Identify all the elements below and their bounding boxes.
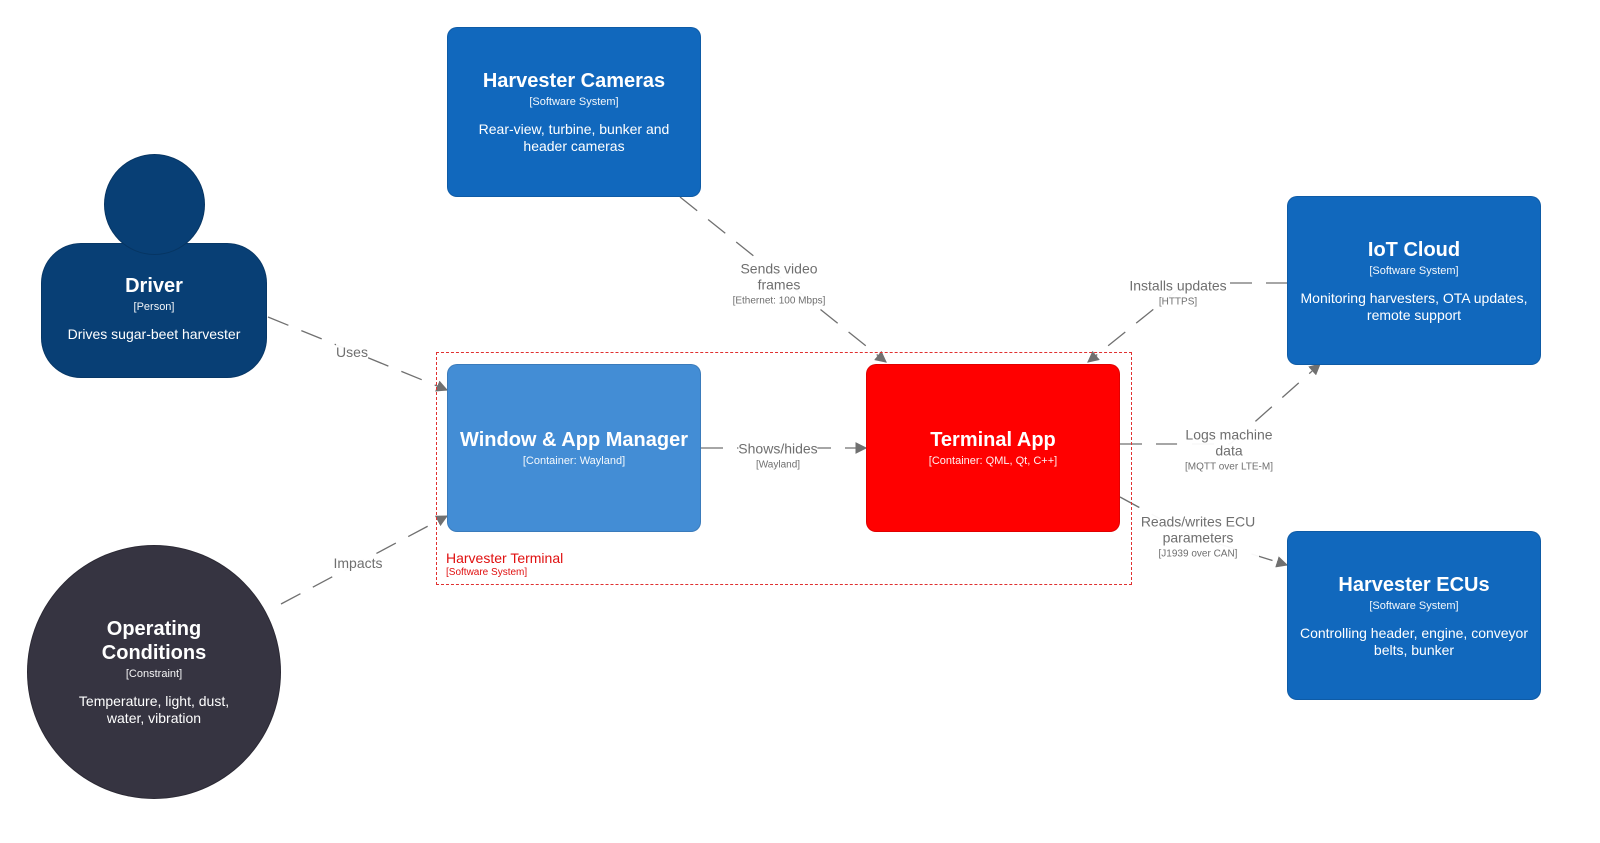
driver-kind: [Person] [133,301,175,313]
ecus-title: Harvester ECUs [1338,573,1490,596]
cameras-kind: [Software System] [529,96,619,108]
iot-kind: [Software System] [1369,264,1459,277]
wam-kind: [Container: Wayland] [522,455,626,467]
driver-desc: Drives sugar-beet harvester [67,326,241,342]
harvester-cameras-system[interactable]: Harvester Cameras [Software System] Rear… [447,27,701,197]
edge-logs-tech: [MQTT over LTE-M] [1185,461,1273,473]
window-app-manager-container[interactable]: Window & App Manager [Container: Wayland… [447,364,701,532]
cameras-desc: Rear-view, turbine, bunker and header ca… [478,121,670,154]
edge-ecu-text: Reads/writes ECU parameters [1140,513,1256,546]
conditions-title: Operating Conditions [101,618,207,664]
iot-cloud-system[interactable]: IoT Cloud [Software System] Monitoring h… [1287,196,1541,365]
operating-conditions-constraint[interactable]: Operating Conditions [Constraint] Temper… [27,545,281,799]
driver-person[interactable]: Driver [Person] Drives sugar-beet harves… [41,243,267,378]
conditions-desc: Temperature, light, dust, water, vibrati… [78,693,230,726]
edge-video-label: Sends video frames [Ethernet: 100 Mbps] [723,260,835,308]
terminal-app-container[interactable]: Terminal App [Container: QML, Qt, C++] [866,364,1120,532]
edge-updates-text: Installs updates [1129,277,1227,294]
boundary-label: Harvester Terminal [Software System] [446,550,563,579]
edge-video-line [679,196,887,363]
edge-logs-text: Logs machine data [1185,426,1273,459]
edge-updates-tech: [HTTPS] [1158,296,1198,308]
driver-title: Driver [125,275,183,297]
boundary-kind: [Software System] [446,567,528,578]
terminal-title: Terminal App [930,429,1056,451]
edge-shows-text: Shows/hides [738,440,818,457]
edge-shows-label: Shows/hides [Wayland] [738,440,818,472]
edge-ecu-tech: [J1939 over CAN] [1158,548,1238,560]
edge-impacts-label: Impacts [333,555,383,571]
conditions-kind: [Constraint] [125,668,183,680]
harvester-terminal-boundary [436,352,1132,585]
edge-updates-label: Installs updates [HTTPS] [1129,277,1227,309]
edge-video-text: Sends video frames [740,260,818,293]
harvester-ecus-system[interactable]: Harvester ECUs [Software System] Control… [1287,531,1541,700]
edge-uses-label: Uses [336,344,368,360]
edge-uses-text: Uses [336,344,368,360]
ecus-kind: [Software System] [1369,599,1459,612]
edge-logs-label: Logs machine data [MQTT over LTE-M] [1177,426,1281,474]
edge-shows-tech: [Wayland] [755,459,801,471]
iot-title: IoT Cloud [1367,238,1461,261]
iot-desc: Monitoring harvesters, OTA updates, remo… [1300,289,1528,323]
terminal-kind: [Container: QML, Qt, C++] [928,455,1058,467]
edge-ecu-label: Reads/writes ECU parameters [J1939 over … [1137,513,1259,561]
wam-title: Window & App Manager [460,429,688,451]
cameras-title: Harvester Cameras [482,70,666,92]
edge-updates-line [1087,282,1288,363]
ecus-desc: Controlling header, engine, conveyor bel… [1299,624,1529,658]
boundary-name: Harvester Terminal [446,550,564,566]
driver-head-icon [104,154,205,255]
edge-impacts-text: Impacts [333,555,383,571]
edge-video-tech: [Ethernet: 100 Mbps] [732,295,826,307]
edge-uses-line [267,316,449,392]
